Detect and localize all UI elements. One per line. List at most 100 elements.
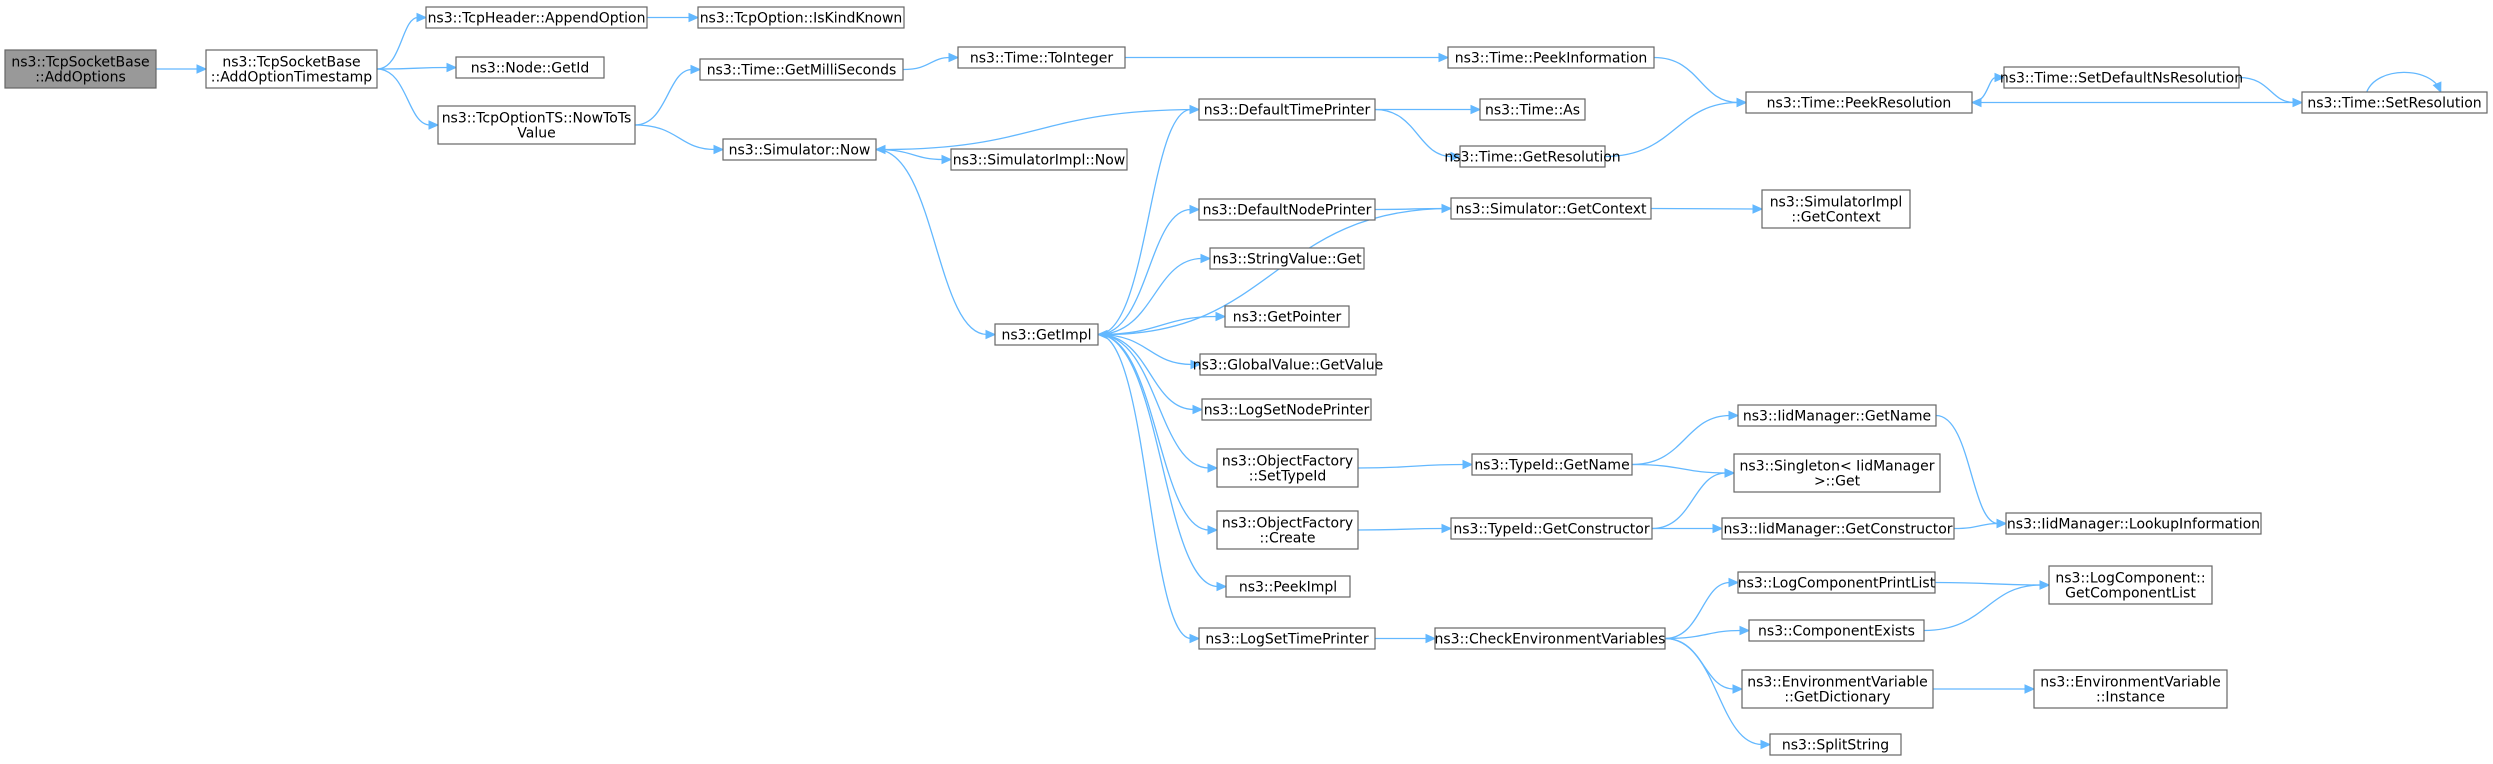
node-ns3-tcpheader-appendoption[interactable]: ns3::TcpHeader::AppendOption (425, 6, 648, 29)
node-ns3-iidmanager-getconstructor[interactable]: ns3::IidManager::GetConstructor (1721, 517, 1955, 540)
edge-arrowhead (1441, 523, 1453, 534)
node-label: ns3::DefaultTimePrinter (1204, 103, 1371, 119)
node-label: ns3::StringValue::Get (1212, 252, 1362, 268)
node-ns3-defaulttimeprinter[interactable]: ns3::DefaultTimePrinter (1198, 98, 1376, 121)
node-ns3-typeid-getconstructor[interactable]: ns3::TypeId::GetConstructor (1450, 517, 1653, 540)
node-ns3-objectfactory-settypeid[interactable]: ns3::ObjectFactory::SetTypeId (1216, 448, 1359, 488)
node-label: ns3::Time::PeekInformation (1455, 51, 1648, 67)
edge-n39-to-n40 (1933, 684, 2036, 694)
edge-line (2366, 71, 2442, 93)
node-ns3-node-getid[interactable]: ns3::Node::GetId (455, 56, 605, 79)
node-ns3-simulator-getcontext[interactable]: ns3::Simulator::GetContext (1450, 197, 1652, 220)
node-ns3-time-peekinformation[interactable]: ns3::Time::PeekInformation (1447, 46, 1655, 69)
edge-n0-to-n1 (156, 64, 208, 74)
node-box (4, 49, 157, 89)
edge-line (376, 68, 431, 126)
node-box (1733, 453, 1941, 493)
node-label: ::AddOptionTimestamp (211, 70, 373, 86)
node-box (1741, 669, 1934, 709)
node-box (1745, 91, 1973, 114)
node-label: ::GetContext (1791, 210, 1881, 226)
node-label: ns3::IidManager::GetName (1743, 409, 1931, 425)
node-ns3-iidmanager-lookupinformation[interactable]: ns3::IidManager::LookupInformation (2005, 512, 2262, 535)
edge-n21-to-n14 (1097, 104, 1201, 336)
node-ns3-iidmanager-getname[interactable]: ns3::IidManager::GetName (1737, 404, 1937, 427)
node-ns3-tcpsocketbase-addoptions: ns3::TcpSocketBase::AddOptions (4, 49, 157, 89)
edge-arrowhead (416, 12, 428, 23)
node-label: ns3::ComponentExists (1758, 624, 1915, 640)
node-ns3-logcomponent-getcomponentlist[interactable]: ns3::LogComponent::GetComponentList (2048, 565, 2213, 605)
node-ns3-objectfactory-create[interactable]: ns3::ObjectFactory::Create (1216, 510, 1359, 550)
node-ns3-globalvalue-getvalue[interactable]: ns3::GlobalValue::GetValue (1193, 353, 1383, 376)
edge-arrowhead (1712, 523, 1724, 534)
node-ns3-stringvalue-get[interactable]: ns3::StringValue::Get (1209, 247, 1365, 270)
node-box (2033, 669, 2228, 709)
edge-n8-to-n9 (1653, 56, 1748, 108)
node-ns3-time-getresolution[interactable]: ns3::Time::GetResolution (1444, 145, 1621, 168)
edge-line (1953, 522, 1999, 530)
node-ns3-simulatorimpl-now[interactable]: ns3::SimulatorImpl::Now (950, 148, 1128, 171)
node-box (722, 138, 877, 161)
node-label: ns3::Singleton< IidManager (1740, 459, 1935, 475)
node-box (425, 6, 648, 29)
node-ns3-simulatorimpl-getcontext[interactable]: ns3::SimulatorImpl::GetContext (1761, 189, 1911, 229)
node-ns3-logsettimeprinter[interactable]: ns3::LogSetTimePrinter (1198, 627, 1376, 650)
node-ns3-splitstring[interactable]: ns3::SplitString (1769, 733, 1902, 756)
node-ns3-logcomponentprintlist[interactable]: ns3::LogComponentPrintList (1737, 571, 1936, 594)
node-box (2005, 512, 2262, 535)
edge-arrowhead (874, 144, 886, 155)
node-box (1748, 619, 1925, 642)
node-ns3-componentexists[interactable]: ns3::ComponentExists (1748, 619, 1925, 642)
edge-n14-to-n15 (1375, 104, 1482, 115)
node-ns3-time-getmilliseconds[interactable]: ns3::Time::GetMilliSeconds (699, 58, 904, 81)
edge-n29-to-n30 (1357, 523, 1453, 534)
node-label: ns3::Simulator::GetContext (1455, 202, 1647, 218)
edge-arrowhead (1192, 404, 1204, 415)
edge-line (1631, 463, 1727, 474)
node-ns3-time-as[interactable]: ns3::Time::As (1479, 98, 1586, 121)
edge-n26-to-n28 (1631, 463, 1736, 478)
edge-n21-to-n20 (1097, 253, 1212, 336)
node-label: ns3::Time::SetDefaultNsResolution (2000, 71, 2243, 87)
edge-line (1664, 629, 1742, 640)
node-ns3-singleton-iidmanager-get[interactable]: ns3::Singleton< IidManager >::Get (1733, 453, 1941, 493)
node-ns3-time-tointeger[interactable]: ns3::Time::ToInteger (957, 46, 1126, 69)
edge-arrowhead (1450, 151, 1462, 162)
node-ns3-time-setdefaultnsresolution[interactable]: ns3::Time::SetDefaultNsResolution (2000, 66, 2243, 89)
edge-arrowhead (428, 120, 440, 130)
node-ns3-logsetnodeprinter[interactable]: ns3::LogSetNodePrinter (1201, 398, 1372, 421)
node-ns3-peekimpl[interactable]: ns3::PeekImpl (1225, 575, 1351, 598)
node-ns3-tcpsocketbase-addoptiontimestamp[interactable]: ns3::TcpSocketBase::AddOptionTimestamp (205, 49, 378, 89)
edge-n35-to-n38 (1664, 625, 1751, 640)
node-label: ns3::Time::SetResolution (2307, 96, 2481, 112)
edge-arrowhead (1462, 459, 1474, 470)
node-ns3-defaultnodeprinter[interactable]: ns3::DefaultNodePrinter (1198, 198, 1376, 221)
node-ns3-tcpoption-iskindknown[interactable]: ns3::TcpOption::IsKindKnown (697, 6, 905, 29)
edge-n6-to-n7 (902, 52, 960, 71)
node-ns3-typeid-getname[interactable]: ns3::TypeId::GetName (1471, 453, 1633, 476)
edge-line (1097, 333, 1195, 411)
node-ns3-simulator-now[interactable]: ns3::Simulator::Now (722, 138, 877, 161)
node-ns3-time-setresolution[interactable]: ns3::Time::SetResolution (2301, 91, 2488, 114)
node-label: ns3::DefaultNodePrinter (1203, 203, 1372, 219)
edge-line (376, 66, 449, 70)
node-ns3-getpointer[interactable]: ns3::GetPointer (1224, 305, 1350, 328)
node-label: ns3::ObjectFactory (1222, 516, 1353, 532)
edge-arrowhead (1425, 633, 1437, 644)
node-ns3-environmentvariable-getdictionary[interactable]: ns3::EnvironmentVariable::GetDictionary (1741, 669, 1934, 709)
node-box (2301, 91, 2488, 114)
node-label: ns3::SplitString (1782, 738, 1889, 754)
node-label: ns3::TypeId::GetName (1474, 458, 1629, 474)
node-ns3-environmentvariable-instance[interactable]: ns3::EnvironmentVariable::Instance (2033, 669, 2228, 709)
node-label: ns3::Time::PeekResolution (1767, 96, 1952, 112)
edge-n16-to-n9 (1604, 97, 1748, 158)
node-ns3-checkenvironmentvariables[interactable]: ns3::CheckEnvironmentVariables (1434, 627, 1666, 650)
node-label: ::SetTypeId (1249, 469, 1327, 485)
node-ns3-time-peekresolution[interactable]: ns3::Time::PeekResolution (1745, 91, 1973, 114)
node-box (1450, 517, 1653, 540)
edge-n21-to-n25 (1097, 333, 1219, 473)
node-ns3-getimpl[interactable]: ns3::GetImpl (994, 323, 1099, 346)
node-box (1216, 448, 1359, 488)
node-box (2003, 66, 2240, 89)
